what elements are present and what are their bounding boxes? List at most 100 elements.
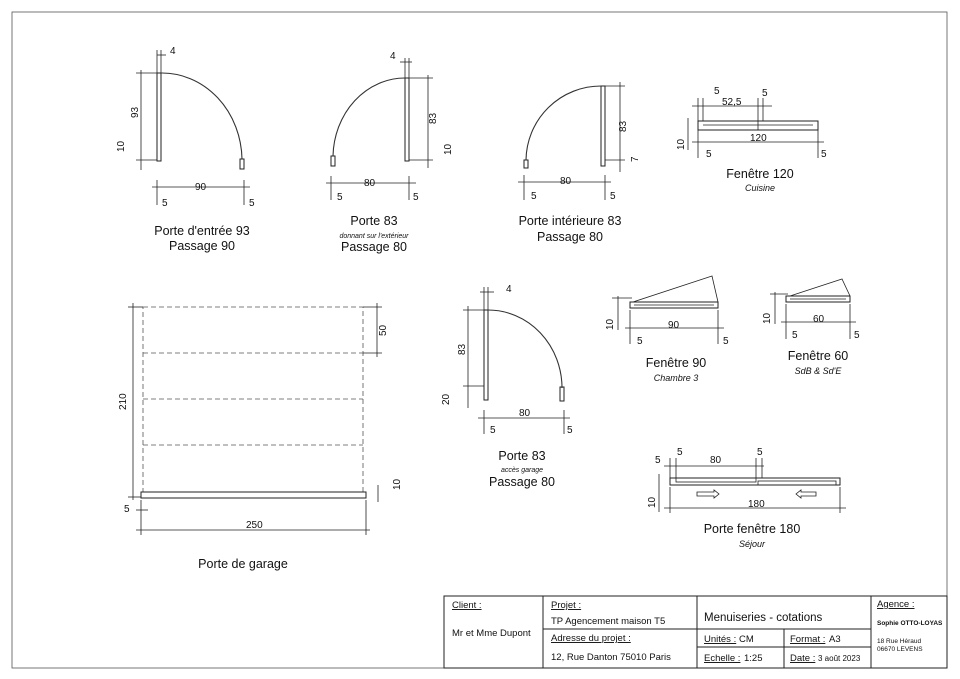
dim-panel: 50 (378, 324, 389, 336)
dim-base: 10 (443, 143, 454, 155)
dim-right: 5 (567, 425, 573, 436)
date-label: Date : (790, 653, 815, 664)
client-label: Client : (452, 600, 482, 611)
dim-width: 60 (813, 314, 825, 325)
dim-base: 7 (630, 156, 641, 162)
format-label: Format : (790, 634, 825, 645)
drawing-title: Porte intérieure 83 (519, 214, 622, 228)
projet-label: Projet : (551, 600, 581, 611)
drawing-title: Porte 83 (498, 449, 545, 463)
drawing-subtitle: Passage 80 (489, 475, 555, 489)
format-value: A3 (829, 634, 841, 645)
dim-width: 80 (519, 408, 531, 419)
garage-sill (140, 491, 367, 499)
door-swing-arc (525, 85, 602, 161)
drawing-title: Fenêtre 120 (726, 167, 793, 181)
dim-height: 93 (130, 106, 141, 118)
dim-width: 80 (560, 176, 572, 187)
door-leaf (156, 72, 162, 162)
dim-height: 83 (618, 120, 629, 132)
door-leaf (483, 309, 489, 401)
drawing-room: Chambre 3 (654, 373, 699, 383)
dim-base: 10 (392, 478, 403, 490)
drawing-porte-garage: 210 50 10 5 250 Porte de garage (118, 303, 403, 571)
drawing-fenetre-90: 10 90 5 5 Fenêtre 90 Chambre 3 (605, 275, 729, 383)
dim-left: 5 (637, 336, 643, 347)
dim-thickness: 4 (390, 51, 396, 62)
drawing-porte-83: 4 83 10 80 5 5 Porte 83 donnant sur l'ex… (326, 51, 454, 254)
dim-left: 5 (792, 330, 798, 341)
dim-bottom-right: 5 (821, 149, 827, 160)
drawing-room: Séjour (739, 539, 766, 549)
dim-height: 83 (457, 343, 468, 355)
title-block: Client : Mr et Mme Dupont Projet : TP Ag… (443, 595, 948, 669)
adresse-label: Adresse du projet : (551, 633, 631, 644)
unites-label: Unités : (704, 634, 736, 645)
drawing-title: Porte 83 (350, 214, 397, 228)
door-leaf (404, 77, 410, 162)
dim-left: 5 (124, 504, 130, 515)
sheet-title: Menuiseries - cotations (704, 612, 822, 624)
door-jamb (523, 159, 529, 169)
drawing-title: Fenêtre 60 (788, 349, 849, 363)
dim-base: 10 (676, 138, 687, 150)
drawing-note: accès garage (501, 467, 543, 474)
unites-value: CM (739, 634, 754, 645)
drawing-subtitle: Passage 80 (537, 230, 603, 244)
dim-right: 5 (610, 191, 616, 202)
door-jamb (330, 155, 336, 167)
drawing-title: Fenêtre 90 (646, 356, 707, 370)
dim-right: 5 (762, 88, 768, 99)
door-leaf (600, 85, 606, 167)
dim-width: 80 (364, 178, 376, 189)
arrow-left-icon (795, 489, 817, 499)
sliding-panel-right (757, 480, 837, 486)
echelle-label: Echelle : (704, 653, 740, 664)
window-opening (632, 275, 719, 303)
adresse-value: 12, Rue Danton 75010 Paris (551, 652, 671, 663)
agence-address-line1: 18 Rue Héraud (877, 638, 921, 645)
window-frame (669, 477, 841, 486)
dim-middle: 80 (710, 455, 722, 466)
dim-thickness: 4 (506, 284, 512, 295)
sheet-border (11, 11, 948, 669)
dim-right: 5 (854, 330, 860, 341)
drawing-porte-entree: 4 93 10 90 5 5 Porte d'entrée 93 Passage… (116, 46, 255, 253)
sliding-panel-left (675, 477, 757, 483)
drawing-fenetre-60: 10 60 5 5 Fenêtre 60 SdB & Sd'E (762, 278, 860, 376)
dim-thickness: 4 (170, 46, 176, 57)
dim-left: 5 (337, 192, 343, 203)
drawing-title: Porte d'entrée 93 (154, 224, 250, 238)
window-opening (789, 278, 851, 297)
dim-left: 5 (714, 86, 720, 97)
dim-width: 250 (246, 520, 263, 531)
drawing-room: SdB & Sd'E (795, 366, 843, 376)
projet-value: TP Agencement maison T5 (551, 616, 665, 627)
dim-a: 5 (655, 455, 661, 466)
dim-height: 83 (428, 112, 439, 124)
dim-c: 5 (757, 447, 763, 458)
drawing-room: Cuisine (745, 183, 775, 193)
drawing-fenetre-120: 5 52,5 5 120 10 5 5 Fenêtre 120 Cuisine (676, 86, 827, 193)
dim-base: 10 (116, 140, 127, 152)
drawing-porte-83-garage: 4 83 20 80 5 5 Porte 83 accès garage Pas… (441, 284, 573, 489)
dim-left: 5 (490, 425, 496, 436)
dim-total: 120 (750, 133, 767, 144)
dim-base: 10 (762, 312, 773, 324)
dim-right: 5 (723, 336, 729, 347)
dim-b: 5 (677, 447, 683, 458)
dim-total: 180 (748, 499, 765, 510)
arrow-right-icon (696, 489, 720, 499)
dim-width: 90 (195, 182, 207, 193)
dim-height: 210 (118, 393, 129, 410)
dim-bottom-left: 5 (706, 149, 712, 160)
agence-label: Agence : (877, 599, 915, 610)
drawing-subtitle: Passage 80 (341, 240, 407, 254)
drawing-porte-fenetre-180: 5 5 80 5 10 180 Porte fenêtre 180 Séjour (647, 447, 846, 549)
garage-outline (142, 306, 364, 493)
dim-base: 20 (441, 393, 452, 405)
client-value: Mr et Mme Dupont (452, 628, 531, 639)
drawing-title: Porte fenêtre 180 (704, 522, 801, 536)
drawing-title: Porte de garage (198, 557, 288, 571)
